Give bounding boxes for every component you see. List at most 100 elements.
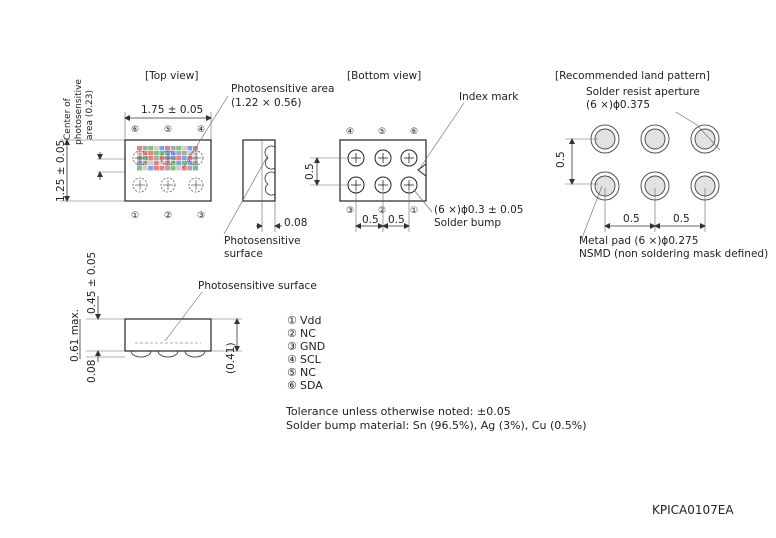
top-view-title: [Top view] (145, 70, 198, 82)
side-photosensitive-surface-line-1: Photosensitive (224, 235, 301, 247)
pixel-cell (181, 161, 187, 166)
pixel-cell (170, 161, 176, 166)
bottom-pin-1: ① (410, 206, 418, 216)
pixel-cell (187, 166, 193, 171)
pixel-cell (142, 166, 148, 171)
center-label-line-1: Center of (63, 97, 73, 140)
land-pitch-h2: 0.5 (673, 213, 690, 225)
legend-num-5: ⑤ (287, 366, 297, 379)
material-note: Solder bump material: Sn (96.5%), Ag (3%… (286, 419, 586, 432)
pixel-cell (137, 151, 142, 156)
pixel-cell (153, 166, 159, 171)
pixel-cell (159, 146, 165, 151)
side-view: 0.08 Photosensitive surface (223, 139, 307, 260)
index-mark-label: Index mark (459, 91, 519, 103)
legend-name-1: Vdd (300, 314, 322, 327)
bottom-view-bumps (347, 149, 418, 194)
legend-name-3: GND (300, 340, 325, 353)
legend-name-6: SDA (300, 379, 323, 392)
pixel-cell (137, 146, 142, 151)
pixel-cell (159, 166, 165, 171)
bottom-view-title: [Bottom view] (347, 70, 421, 82)
pixel-cell (165, 166, 170, 171)
pixel-cell (187, 146, 193, 151)
pixel-cell (176, 166, 182, 171)
legend-name-5: NC (300, 366, 316, 379)
front-package-outline (124, 318, 212, 352)
center-label-line-3: area (0.23) (85, 90, 95, 140)
side-dim-008: 0.08 (284, 217, 307, 229)
bottom-pitch-h1: 0.5 (362, 214, 379, 226)
pixel-cell (153, 156, 159, 161)
pixel-cell (159, 161, 165, 166)
legend-num-1: ① (287, 314, 297, 327)
pixel-cell (148, 166, 154, 171)
pixel-cell (187, 161, 193, 166)
nsmd-label: NSMD (non soldering mask defined) (579, 248, 768, 260)
pixel-cell (159, 156, 165, 161)
legend-num-6: ⑥ (287, 379, 297, 392)
pixel-cell (153, 161, 159, 166)
land-pattern-view: Solder resist aperture (6 ×)ϕ0.375 0.5 0… (555, 86, 768, 260)
bump-dim-label: (6 ×)ϕ0.3 ± 0.05 (434, 204, 524, 216)
pixel-cell (165, 151, 170, 156)
side-photosensitive-surface-line-2: surface (224, 248, 263, 260)
top-bump (132, 177, 148, 193)
pixel-cell (137, 161, 142, 166)
land-pitch-v: 0.5 (555, 151, 567, 168)
top-bump (160, 177, 176, 193)
land-pattern-title: [Recommended land pattern] (555, 70, 710, 82)
pixel-cell (153, 146, 159, 151)
pin-legend: ① Vdd ② NC ③ GND ④ SCL ⑤ NC ⑥ SDA (287, 314, 325, 392)
metal-pad (694, 128, 716, 150)
top-pin-1: ① (131, 211, 139, 221)
pixel-cell (142, 156, 148, 161)
top-width-dim: 1.75 ± 0.05 (141, 104, 203, 116)
center-label-line-2: photosensitive (74, 79, 84, 145)
photosensitive-area-title: Photosensitive area (231, 83, 334, 95)
pixel-cell (170, 166, 176, 171)
top-pin-4: ④ (197, 125, 205, 135)
bottom-pin-2: ② (378, 206, 386, 216)
top-pin-3: ③ (197, 211, 205, 221)
top-bump (132, 150, 148, 166)
pixel-cell (165, 146, 170, 151)
pixel-cell (148, 146, 154, 151)
land-pitch-h1: 0.5 (623, 213, 640, 225)
bottom-pin-6: ⑥ (410, 127, 418, 137)
pixel-cell (170, 156, 176, 161)
pixel-cell (148, 151, 154, 156)
pixel-cell (187, 156, 193, 161)
front-dim-008: 0.08 (86, 360, 98, 383)
bottom-pitch-v: 0.5 (304, 163, 316, 180)
pixel-cell (181, 151, 187, 156)
top-pin-5: ⑤ (164, 125, 172, 135)
pixel-cell (176, 156, 182, 161)
solder-resist-dim: (6 ×)ϕ0.375 (586, 99, 650, 111)
pixel-cell (176, 146, 182, 151)
pixel-cell (176, 161, 182, 166)
legend-num-3: ③ (287, 340, 297, 353)
front-view: Photosensitive surface 0.45 ± 0.05 0.61 … (69, 252, 317, 383)
pixel-cell (159, 151, 165, 156)
tolerance-note: Tolerance unless otherwise noted: ±0.05 (285, 405, 511, 418)
metal-pad (644, 128, 666, 150)
pixel-cell (193, 161, 198, 166)
pixel-cell (181, 156, 187, 161)
front-photosensitive-surface: Photosensitive surface (198, 280, 317, 292)
photosensitive-area-size: (1.22 × 0.56) (231, 97, 301, 109)
legend-num-2: ② (287, 327, 297, 340)
bottom-pitch-h2: 0.5 (388, 214, 405, 226)
top-bump (188, 177, 204, 193)
front-dim-045: 0.45 ± 0.05 (86, 252, 98, 314)
top-view-bumps (132, 150, 204, 193)
solder-resist-title: Solder resist aperture (586, 86, 700, 98)
top-view: 1.75 ± 0.05 1.25 ± 0.05 Center of photos… (55, 79, 334, 221)
solder-bump-label: Solder bump (434, 217, 501, 229)
drawing-code: KPICA0107EA (652, 503, 734, 517)
pixel-cell (181, 146, 187, 151)
pixel-cell (142, 151, 148, 156)
pixel-cell (142, 161, 148, 166)
metal-pad-label: Metal pad (6 ×)ϕ0.275 (579, 235, 698, 247)
